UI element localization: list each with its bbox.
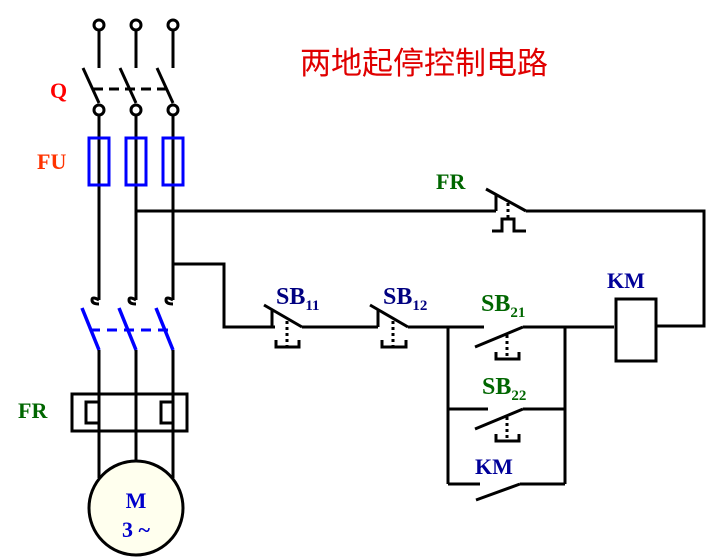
sb11-label: SB11 (276, 284, 320, 314)
start-button-sb21[interactable] (474, 325, 524, 361)
terminal-l2 (129, 18, 143, 32)
q-upper-leads (97, 30, 175, 68)
fuse-l1[interactable] (87, 136, 111, 187)
km-coil-label: KM (607, 268, 645, 293)
km-contact-label: KM (475, 454, 513, 479)
motor-label-phase: 3 ~ (122, 517, 151, 542)
knife-switch-q[interactable] (81, 67, 175, 104)
fuse-l3[interactable] (161, 136, 185, 187)
km-main-contact-hooks (90, 296, 174, 306)
fuse-l2[interactable] (124, 136, 148, 187)
q-label: Q (50, 78, 67, 103)
sb22-label: SB22 (482, 374, 526, 404)
motor-label-m: M (126, 488, 147, 513)
start-button-sb22[interactable] (474, 407, 524, 443)
motor-feed-wires (97, 350, 175, 478)
stop-button-sb11[interactable] (263, 303, 303, 349)
fr-nc-contact[interactable] (485, 187, 527, 233)
fu-wires (97, 115, 175, 300)
motor-m[interactable] (87, 459, 185, 557)
thermal-relay-fr[interactable] (70, 392, 189, 433)
start-parallel-bus (446, 325, 614, 486)
km-coil[interactable] (614, 297, 658, 363)
control-supply-wires (136, 209, 496, 329)
power-source-terminals (92, 18, 180, 32)
terminal-l3 (166, 18, 180, 32)
fu-label: FU (37, 149, 66, 174)
sb12-label: SB12 (383, 284, 427, 314)
q-lower-terminals (92, 103, 180, 117)
fr-main-label: FR (18, 398, 48, 423)
terminal-l1 (92, 18, 106, 32)
sb21-label: SB21 (481, 291, 525, 321)
fuse-fu[interactable] (87, 136, 185, 187)
coil-return-wire (526, 209, 706, 328)
diagram-title: 两地起停控制电路 (300, 46, 548, 82)
km-auxiliary-contact[interactable] (475, 482, 521, 502)
fr-contact-label: FR (436, 169, 466, 194)
stop-button-sb12[interactable] (369, 303, 409, 349)
